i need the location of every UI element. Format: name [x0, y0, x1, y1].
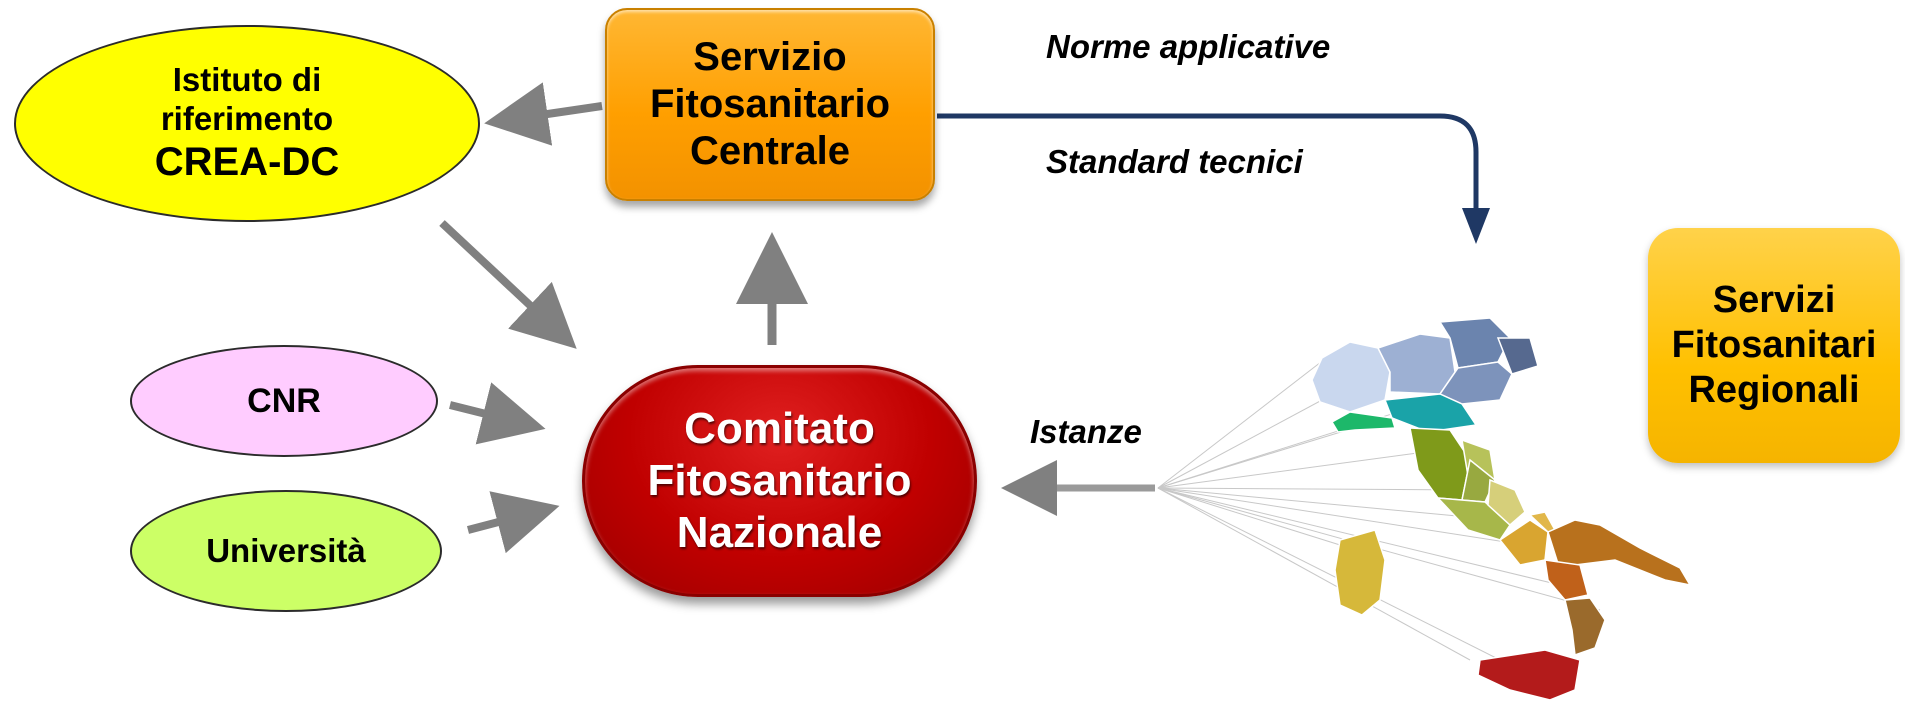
arrow-cnr-to-cfn [449, 382, 546, 445]
comitato-fitosanitario-nazionale-node: Comitato Fitosanitario Nazionale [582, 365, 977, 597]
sfc-line3: Centrale [689, 129, 851, 174]
italy-regions-map [1157, 317, 1692, 701]
cfn-line1: Comitato [684, 404, 875, 454]
sfr-line2: Fitosanitari [1671, 324, 1877, 367]
universita-label: Università [206, 532, 366, 569]
cfn-line2: Fitosanitario [647, 456, 912, 506]
edge-label-norme-applicative: Norme applicative [1046, 28, 1331, 65]
arrow-sfc-to-regions [937, 113, 1479, 212]
istituto-line2: riferimento [160, 99, 334, 137]
edge-label-istanze: Istanze [1030, 413, 1142, 450]
sfc-line2: Fitosanitario [649, 81, 891, 126]
servizi-fitosanitari-regionali-node: Servizi Fitosanitari Regionali [1648, 228, 1900, 463]
istituto-line3: CREA-DC [154, 139, 340, 184]
arrow-istituto-to-cfn [439, 220, 577, 349]
arrow-sfc-to-istituto [484, 82, 603, 146]
edge-label-standard-tecnici: Standard tecnici [1046, 143, 1303, 180]
cfn-line3: Nazionale [676, 507, 883, 557]
sfr-line3: Regionali [1688, 368, 1860, 411]
servizio-fitosanitario-centrale-node: Servizio Fitosanitario Centrale [605, 8, 935, 201]
universita-node: Università [130, 490, 442, 612]
arrow-universita-to-cfn [466, 491, 560, 554]
istituto-crea-dc-node: Istituto di riferimento CREA-DC [14, 25, 480, 222]
istituto-line1: Istituto di [172, 60, 322, 98]
sfc-line1: Servizio [693, 34, 847, 79]
cnr-node: CNR [130, 345, 438, 457]
arrow-sfc-to-regions-head [1462, 208, 1490, 244]
cnr-label: CNR [247, 381, 321, 420]
sfr-line1: Servizi [1712, 279, 1836, 322]
